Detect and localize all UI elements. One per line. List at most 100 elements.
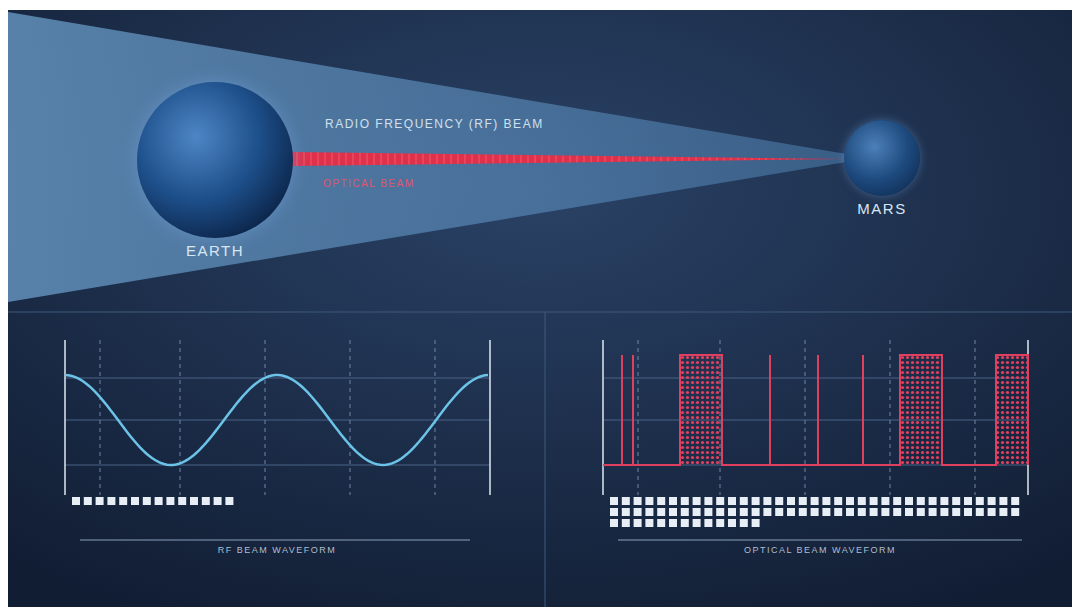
beam-texture <box>759 158 760 160</box>
data-bit <box>740 508 748 516</box>
data-bit <box>728 497 736 505</box>
data-bit <box>716 508 724 516</box>
data-bit <box>681 519 689 527</box>
beam-texture <box>304 152 305 166</box>
beam-texture <box>409 153 410 164</box>
beam-texture <box>647 156 648 161</box>
beam-texture <box>472 154 473 163</box>
data-bit <box>131 497 139 505</box>
beam-texture <box>360 153 361 165</box>
data-bit <box>893 508 901 516</box>
data-bit <box>202 497 210 505</box>
optical-beam <box>291 152 846 166</box>
caption-rule <box>618 540 1022 541</box>
data-bit <box>190 497 198 505</box>
beam-texture <box>577 156 578 163</box>
data-bit <box>716 497 724 505</box>
beam-texture <box>479 154 480 163</box>
data-bit <box>693 519 701 527</box>
beam-texture <box>738 158 739 161</box>
data-bit <box>107 497 115 505</box>
beam-texture <box>717 157 718 160</box>
data-bit <box>1011 508 1019 516</box>
data-bit <box>952 508 960 516</box>
data-bit <box>669 508 677 516</box>
data-bit <box>669 519 677 527</box>
beam-texture <box>297 152 298 166</box>
beam-texture <box>535 155 536 163</box>
beam-texture <box>318 152 319 165</box>
beam-texture <box>787 158 788 159</box>
data-bit <box>728 519 736 527</box>
beam-texture <box>696 157 697 161</box>
waveform-panel <box>65 340 490 540</box>
pulse-burst <box>996 355 1028 465</box>
data-bit <box>669 497 677 505</box>
beam-texture <box>465 154 466 164</box>
data-bit <box>119 497 127 505</box>
beam-texture <box>521 155 522 163</box>
data-bit <box>999 497 1007 505</box>
beam-texture <box>528 155 529 163</box>
axis-line <box>64 340 66 495</box>
beam-label: RADIO FREQUENCY (RF) BEAM <box>325 117 544 131</box>
data-bit <box>740 519 748 527</box>
grid-dash <box>265 340 266 495</box>
data-bit <box>645 519 653 527</box>
beam-texture <box>605 156 606 162</box>
grid-dash <box>435 340 436 495</box>
beam-texture <box>654 157 655 162</box>
beam-texture <box>339 153 340 166</box>
data-bit <box>96 497 104 505</box>
divider <box>545 312 546 607</box>
grid-dash <box>638 340 639 495</box>
grid-line <box>65 378 490 379</box>
beam-texture <box>598 156 599 162</box>
data-bit <box>763 508 771 516</box>
beam-texture <box>773 158 774 160</box>
divider <box>8 312 1072 313</box>
data-bit <box>787 508 795 516</box>
data-bit <box>645 508 653 516</box>
data-bit <box>84 497 92 505</box>
beam-texture <box>451 154 452 164</box>
data-bit <box>822 508 830 516</box>
data-bit <box>704 519 712 527</box>
beam-texture <box>507 155 508 164</box>
data-bit <box>834 508 842 516</box>
grid-line <box>603 378 1028 379</box>
beam-texture <box>584 156 585 163</box>
beam-texture <box>619 156 620 162</box>
beam-texture <box>374 153 375 165</box>
grid-dash <box>890 340 891 495</box>
data-bit <box>610 519 618 527</box>
axis-line <box>602 340 604 495</box>
planet: EARTH <box>137 82 293 238</box>
data-bit <box>846 497 854 505</box>
beam-texture <box>367 153 368 165</box>
beam-label: OPTICAL BEAM <box>323 178 415 189</box>
beam-texture <box>710 157 711 160</box>
data-bit <box>964 497 972 505</box>
data-bit <box>917 497 925 505</box>
beam-texture <box>703 157 704 161</box>
beam-texture <box>794 158 795 159</box>
data-bit <box>905 497 913 505</box>
data-bit <box>704 497 712 505</box>
caption-rule <box>80 540 470 541</box>
grid-dash <box>805 340 806 495</box>
data-bit <box>811 497 819 505</box>
beam-texture <box>500 155 501 164</box>
data-bit <box>657 508 665 516</box>
beam-texture <box>514 155 515 163</box>
grid-line <box>65 465 490 466</box>
data-bit <box>799 508 807 516</box>
beam-texture <box>570 156 571 163</box>
beam-texture <box>752 158 753 160</box>
data-bit <box>870 497 878 505</box>
data-bit <box>988 508 996 516</box>
data-bit <box>940 508 948 516</box>
beam-texture <box>682 157 683 161</box>
data-bit <box>999 508 1007 516</box>
